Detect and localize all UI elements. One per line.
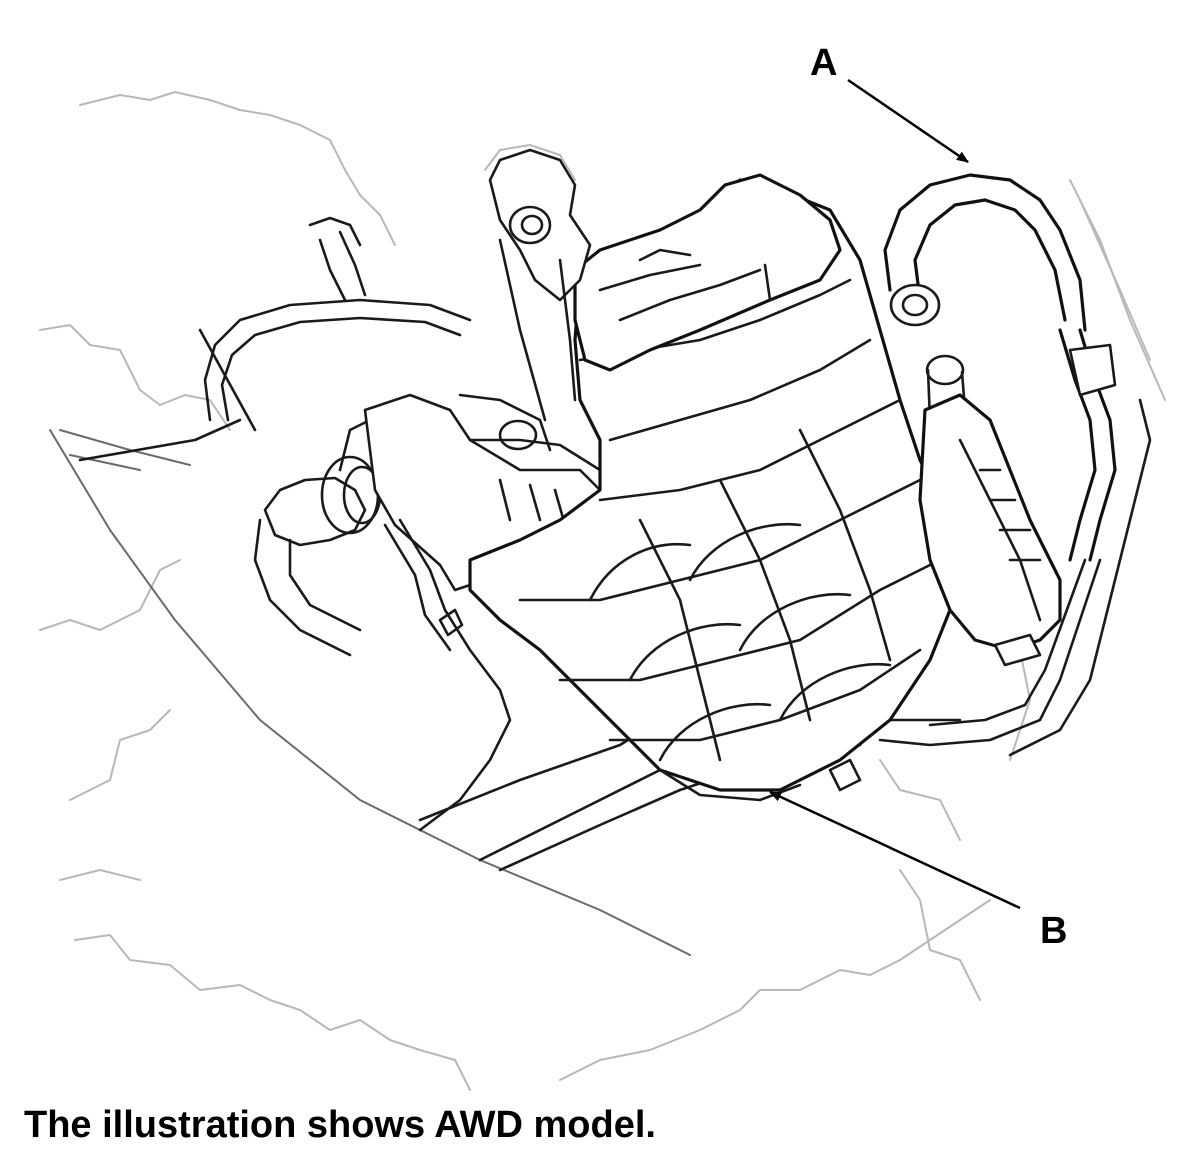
left-hose [198, 216, 472, 432]
leader-line-a [847, 78, 969, 164]
canister-top-cap [573, 173, 842, 372]
callout-label-b: B [1040, 910, 1068, 952]
lower-tubes [383, 518, 862, 832]
background-body-outline [39, 91, 1166, 1091]
callout-label-a: A [810, 42, 838, 84]
hose-a [878, 173, 1152, 757]
vent-pipe [918, 354, 1062, 667]
upper-mount [488, 148, 592, 422]
figure-caption: The illustration shows AWD model. [24, 1104, 656, 1146]
leader-line-b [769, 790, 1021, 910]
